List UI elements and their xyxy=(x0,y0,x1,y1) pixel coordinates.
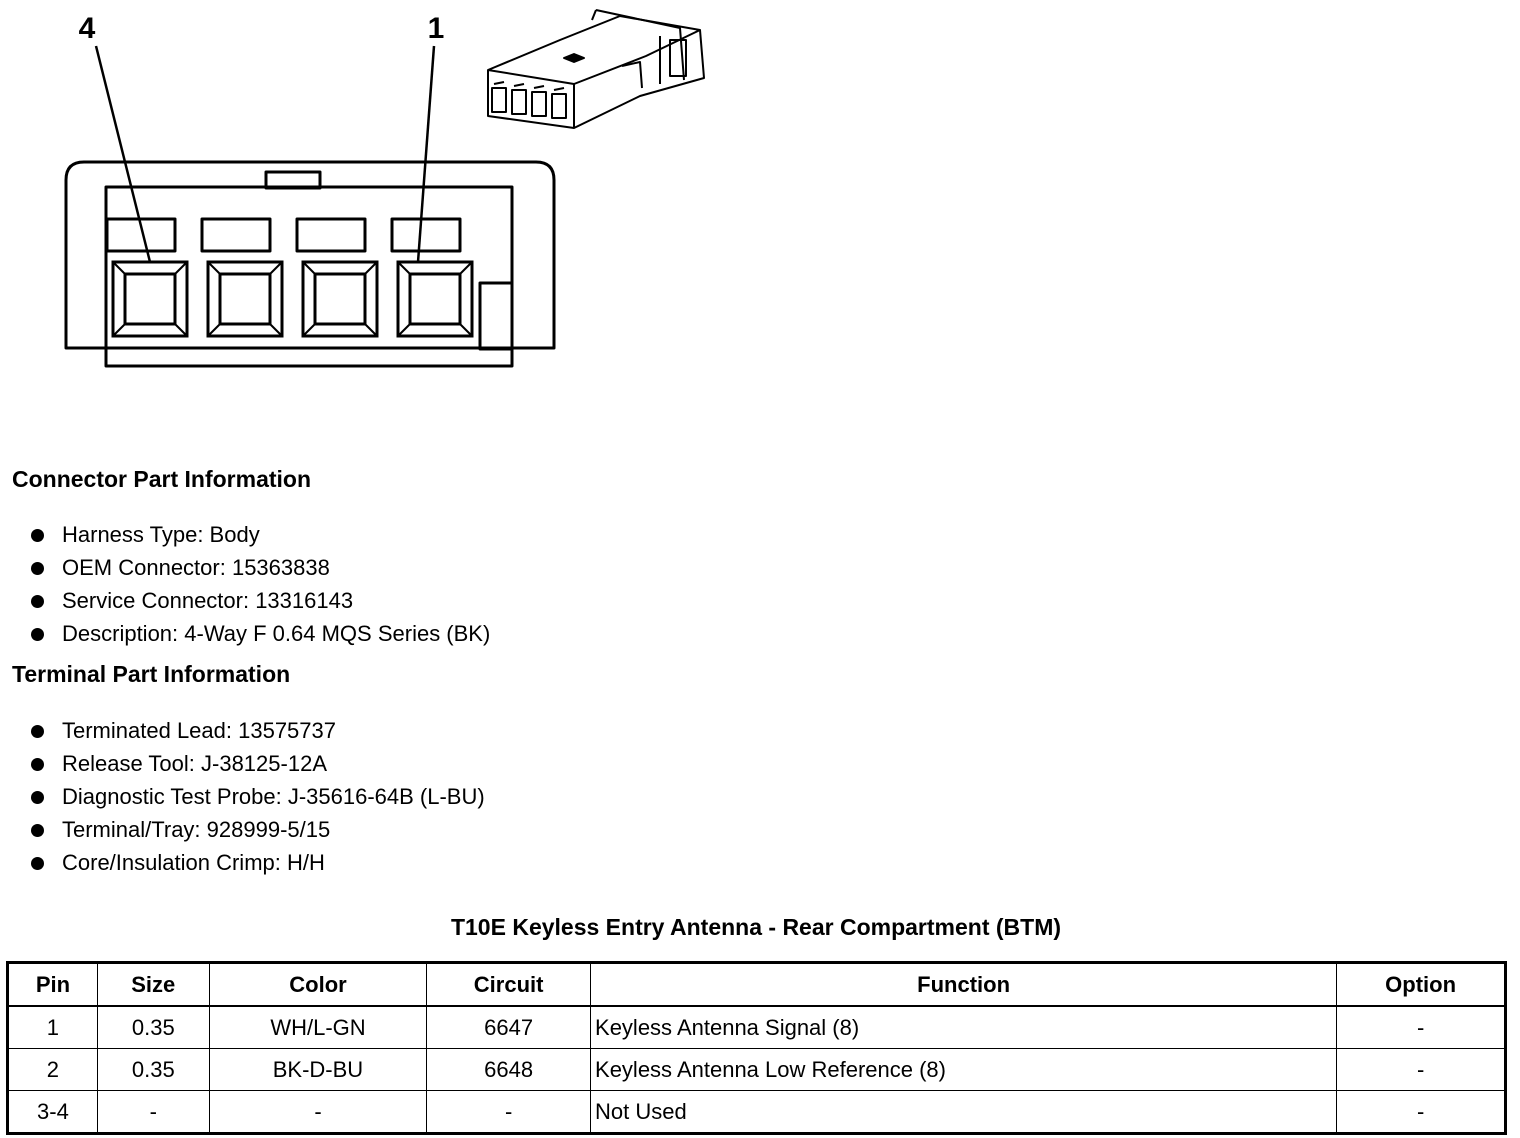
list-item: Diagnostic Test Probe: J-35616-64B (L-BU… xyxy=(28,780,485,813)
bullet-icon xyxy=(31,595,44,608)
column-header-option: Option xyxy=(1336,962,1506,1007)
cell-function: Not Used xyxy=(590,1090,1338,1134)
connector-key xyxy=(478,281,514,351)
connector-body-inner xyxy=(104,185,514,368)
list-item: Terminated Lead: 13575737 xyxy=(28,714,485,747)
bullet-icon xyxy=(31,725,44,738)
list-item: Terminal/Tray: 928999-5/15 xyxy=(28,813,485,846)
callout-1-label: 1 xyxy=(428,12,445,45)
table-row: 1 0.35 WH/L-GN 6647 Keyless Antenna Sign… xyxy=(7,1005,1506,1049)
cell-pin: 2 xyxy=(7,1048,98,1091)
connector-housing-outline xyxy=(64,160,556,350)
list-item: Service Connector: 13316143 xyxy=(28,584,490,617)
connector-diagram: 4 1 xyxy=(64,9,705,368)
callout-1-leader xyxy=(416,45,436,263)
cell-circuit: - xyxy=(426,1090,592,1134)
list-item: Harness Type: Body xyxy=(28,518,490,551)
list-item: Core/Insulation Crimp: H/H xyxy=(28,846,485,879)
table-row: 2 0.35 BK-D-BU 6648 Keyless Antenna Low … xyxy=(7,1048,1506,1091)
pinout-table: Pin Size Color Circuit Function Option 1… xyxy=(6,961,1507,1135)
column-header-circuit: Circuit xyxy=(426,962,592,1007)
column-header-pin: Pin xyxy=(7,962,98,1007)
terminal-cavity xyxy=(396,260,474,338)
cell-option: - xyxy=(1336,1005,1506,1049)
bullet-icon xyxy=(31,857,44,870)
list-item: Release Tool: J-38125-12A xyxy=(28,747,485,780)
terminal-cavity xyxy=(111,260,189,338)
cell-color: - xyxy=(208,1090,428,1134)
cell-size: 0.35 xyxy=(96,1005,210,1049)
cell-color: WH/L-GN xyxy=(208,1005,428,1049)
cell-circuit: 6648 xyxy=(426,1048,592,1091)
list-item: Description: 4-Way F 0.64 MQS Series (BK… xyxy=(28,617,490,650)
bullet-icon xyxy=(31,562,44,575)
callout-4-label: 4 xyxy=(79,12,96,45)
cell-color: BK-D-BU xyxy=(208,1048,428,1091)
cell-option: - xyxy=(1336,1090,1506,1134)
terminal-part-info-list: Terminated Lead: 13575737 Release Tool: … xyxy=(28,714,485,879)
cell-function: Keyless Antenna Low Reference (8) xyxy=(590,1048,1338,1091)
table-row: 3-4 - - - Not Used - xyxy=(7,1090,1506,1134)
table-header-row: Pin Size Color Circuit Function Option xyxy=(7,962,1506,1007)
terminal-cavity xyxy=(206,260,284,338)
bullet-icon xyxy=(31,824,44,837)
pinout-table-title: T10E Keyless Entry Antenna - Rear Compar… xyxy=(450,914,1062,940)
connector-latch xyxy=(264,170,322,190)
column-header-function: Function xyxy=(590,962,1338,1007)
terminal-cavity xyxy=(301,260,379,338)
bullet-icon xyxy=(31,529,44,542)
cell-size: - xyxy=(96,1090,210,1134)
list-item: OEM Connector: 15363838 xyxy=(28,551,490,584)
cell-function: Keyless Antenna Signal (8) xyxy=(590,1005,1338,1049)
column-header-color: Color xyxy=(208,962,428,1007)
terminal-part-info-title: Terminal Part Information xyxy=(12,661,291,687)
cell-circuit: 6647 xyxy=(426,1005,592,1049)
cell-pin: 1 xyxy=(7,1005,98,1049)
bullet-icon xyxy=(31,628,44,641)
cell-option: - xyxy=(1336,1048,1506,1091)
callout-4-leader xyxy=(94,45,152,263)
cell-size: 0.35 xyxy=(96,1048,210,1091)
bullet-icon xyxy=(31,758,44,771)
column-header-size: Size xyxy=(96,962,210,1007)
cell-pin: 3-4 xyxy=(7,1090,98,1134)
connector-isometric-image xyxy=(487,9,705,129)
connector-part-info-title: Connector Part Information xyxy=(12,466,312,492)
bullet-icon xyxy=(31,791,44,804)
connector-part-info-list: Harness Type: Body OEM Connector: 153638… xyxy=(28,518,490,650)
